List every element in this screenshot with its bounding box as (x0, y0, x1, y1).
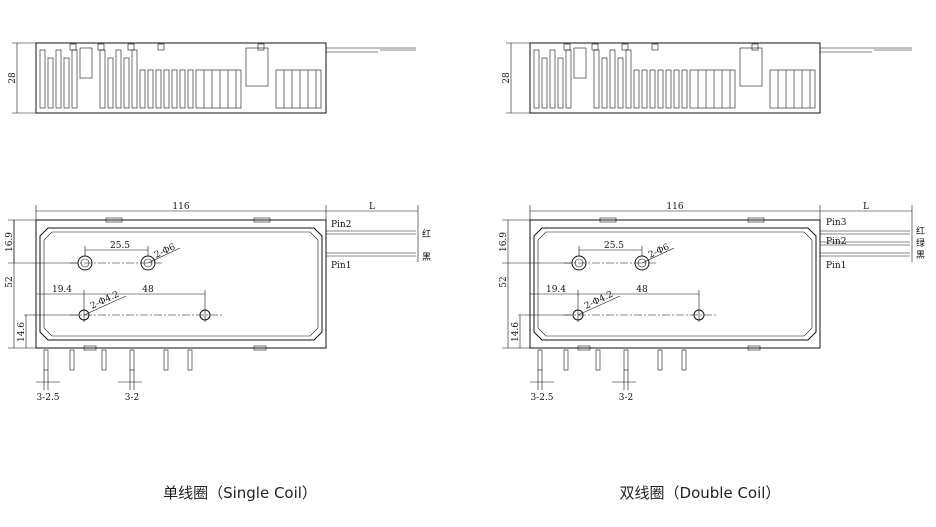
dim-width: 52 (499, 276, 509, 287)
wire-color-label: 绿 (916, 237, 925, 249)
pin-label: Pin1 (331, 261, 351, 271)
dim-pin-a: 3-2.5 (36, 393, 59, 403)
dim-pin-b: 3-2 (125, 393, 140, 403)
dim-bottom-offset: 14.6 (17, 322, 27, 342)
single-coil-caption: 单线圈（Single Coil） (163, 484, 317, 502)
dim-hole-bottom: 2-Φ4.2 (89, 290, 121, 312)
wire-color-label: 红 (916, 225, 925, 237)
top-body-outline (529, 219, 821, 349)
pin-label: Pin1 (826, 261, 846, 271)
top-body-outline (35, 219, 327, 349)
single-coil-top-view: 116 L 25.5 (5, 202, 431, 403)
terminal-pins (43, 349, 193, 371)
side-body-outline (35, 42, 327, 114)
dim-length: 116 (666, 202, 683, 212)
double-coil-caption: 双线圈（Double Coil） (620, 484, 781, 502)
dim-hole-spacing-top: 25.5 (604, 241, 624, 251)
dim-hole-spacing-top: 25.5 (110, 241, 130, 251)
dim-pin-b: 3-2 (619, 393, 634, 403)
dim-lead-length: L (369, 202, 375, 212)
single-coil-drawing: 28 (5, 42, 431, 502)
single-coil-side-view: 28 (8, 42, 416, 114)
wire-color-label: 黑 (916, 250, 925, 261)
dim-left-offset: 19.4 (52, 285, 72, 295)
dim-top-offset: 16.9 (5, 232, 15, 252)
dim-side-height: 28 (8, 72, 18, 84)
dim-side-height: 28 (502, 72, 512, 84)
dim-hole-spacing-bottom: 48 (636, 285, 648, 295)
double-coil-drawing: 28 (499, 42, 925, 502)
pin-label: Pin2 (826, 237, 846, 247)
dim-hole-bottom: 2-Φ4.2 (583, 290, 615, 312)
dim-width: 52 (5, 276, 15, 287)
wire-color-label: 红 (422, 228, 431, 240)
wire-color-label: 黑 (422, 252, 431, 263)
dim-pin-a: 3-2.5 (530, 393, 553, 403)
terminal-pins (537, 349, 687, 371)
pin-label: Pin2 (331, 220, 351, 230)
side-body-outline (529, 42, 821, 114)
dim-length: 116 (172, 202, 189, 212)
pin-label: Pin3 (826, 218, 847, 228)
dim-bottom-offset: 14.6 (511, 322, 521, 342)
dim-left-offset: 19.4 (546, 285, 566, 295)
double-coil-side-view: 28 (502, 42, 912, 114)
dim-hole-top: 2-Φ6 (647, 242, 671, 260)
double-coil-top-view: 116 L 25.5 2-Φ6 (499, 202, 925, 403)
top-body-flange (533, 227, 817, 341)
dim-hole-top: 2-Φ6 (153, 242, 177, 260)
dim-hole-spacing-bottom: 48 (142, 285, 154, 295)
top-body-flange (39, 227, 323, 341)
dim-lead-length: L (863, 202, 869, 212)
dim-top-offset: 16.9 (499, 232, 509, 252)
